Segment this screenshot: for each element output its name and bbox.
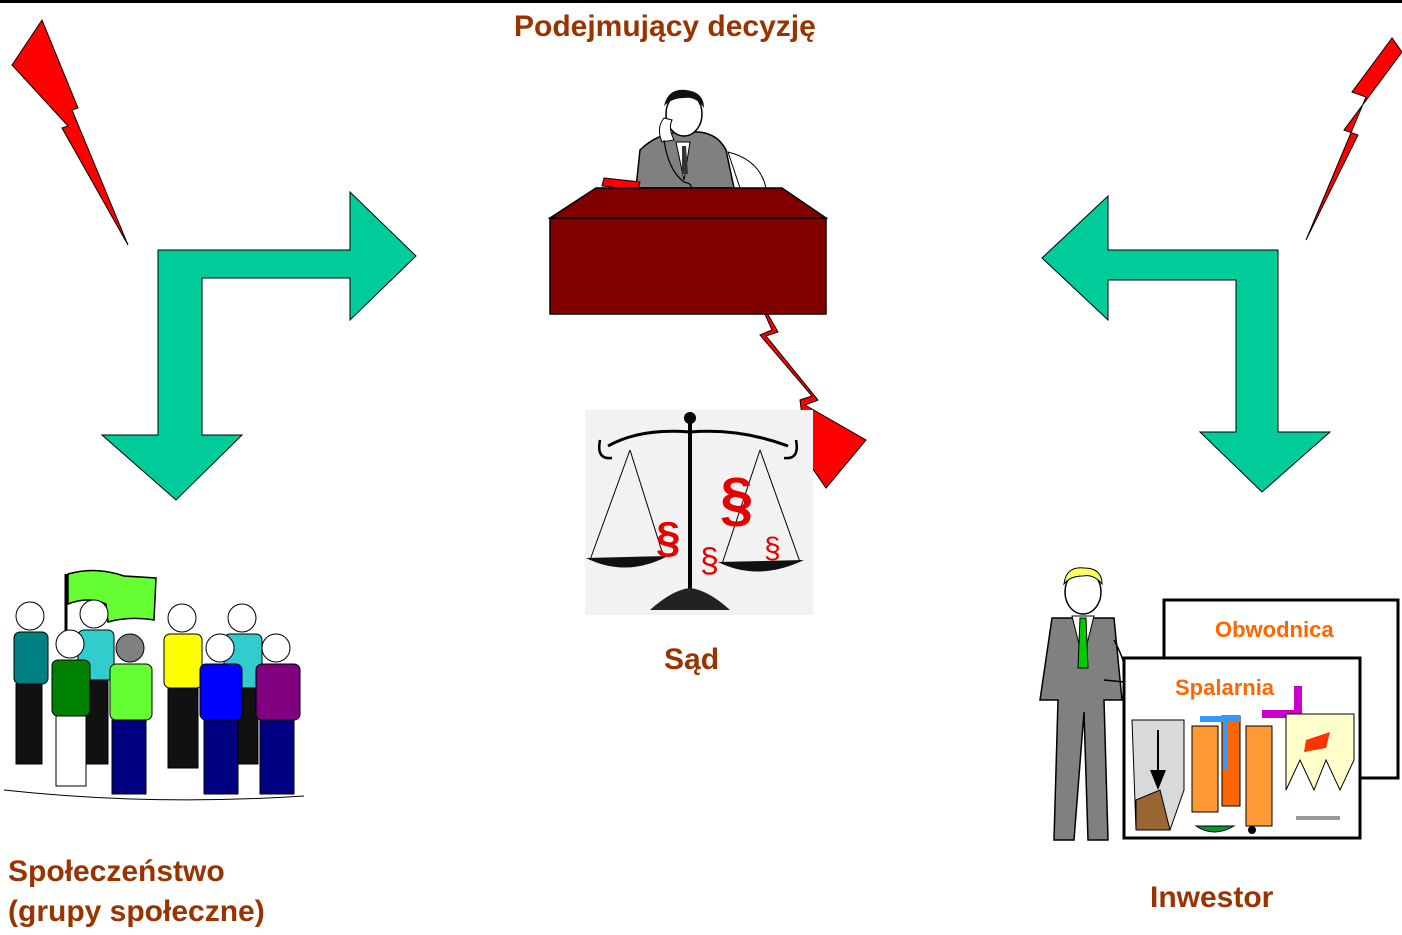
lightning-icon-top-right <box>1305 37 1402 241</box>
person-icon-4 <box>109 633 153 795</box>
section-symbol-large: § <box>720 466 753 533</box>
flag-icon <box>67 569 157 623</box>
person-icon-3 <box>51 629 91 787</box>
society-label-line1: Społeczeństwo <box>8 855 225 888</box>
person-icon-7 <box>199 633 243 795</box>
decision-maker-label: Podejmujący decyzję <box>514 10 816 43</box>
scales-icon <box>585 410 813 615</box>
flow-arrow-icon-left <box>100 190 417 501</box>
flow-arrow-icon-right <box>1041 194 1332 493</box>
top-rule <box>0 0 1402 3</box>
section-symbol-left: § <box>656 513 680 562</box>
board-back-label: Obwodnica <box>1215 617 1334 642</box>
person-icon-8 <box>255 633 301 795</box>
investor-label: Inwestor <box>1150 881 1274 914</box>
board-front-label: Spalarnia <box>1175 675 1275 700</box>
society-label-line2: (grupy społeczne) <box>8 895 265 928</box>
court-label: Sąd <box>664 643 720 676</box>
desk-icon <box>547 187 829 315</box>
section-symbol-right: § <box>764 532 781 565</box>
incinerator-drawing <box>1131 686 1355 834</box>
lightning-icon-court <box>754 291 867 489</box>
society-group <box>3 569 305 801</box>
lightning-icon-top-left <box>11 18 129 246</box>
decision-maker-figure <box>601 89 767 193</box>
section-symbol-mid: § <box>700 542 719 580</box>
person-icon-1 <box>13 601 49 765</box>
person-icon-5 <box>163 603 203 769</box>
investor-figure <box>1039 567 1127 841</box>
